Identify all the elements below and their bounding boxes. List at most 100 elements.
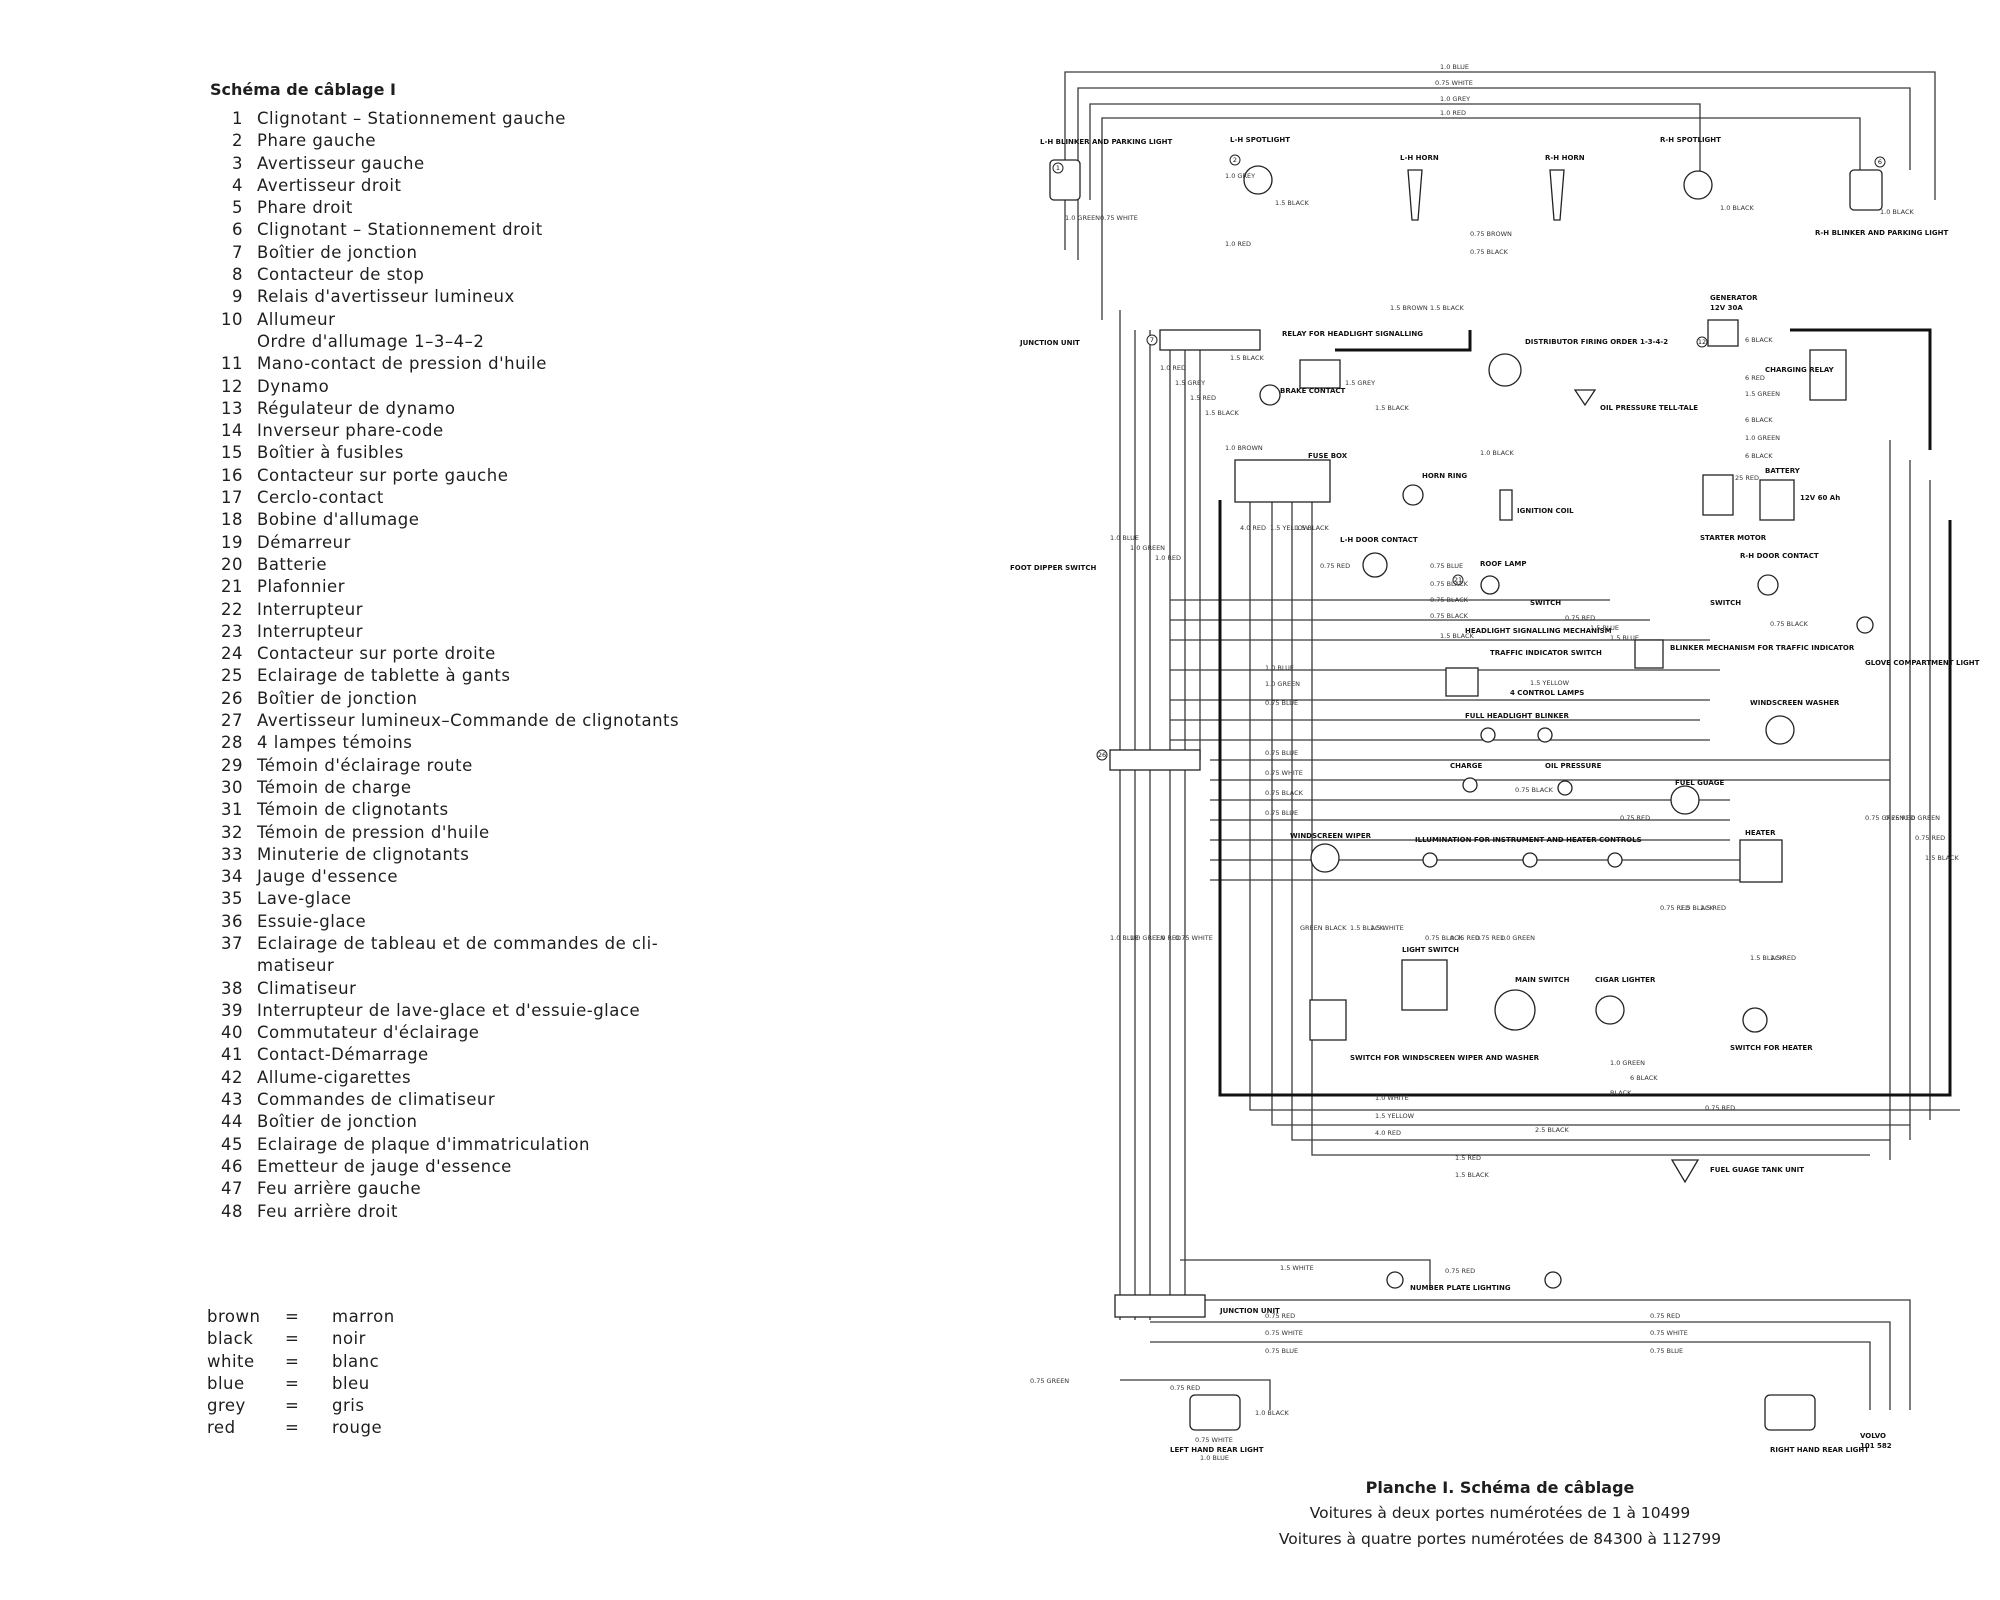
wire-label: 0.75 BLACK (1430, 596, 1469, 604)
wire-label: 1.5 BLACK (1295, 524, 1330, 532)
wire-label: 1.5 YELLOW (1530, 679, 1570, 687)
legend-item-label: Interrupteur de lave-glace et d'essuie-g… (257, 1000, 641, 1020)
wire-label: 0.75 WHITE (1435, 79, 1473, 87)
legend-title: Schéma de câblage I (210, 80, 397, 99)
wire-label: 6 BLACK (1745, 336, 1773, 344)
translation-eq: = (285, 1418, 300, 1438)
lh-horn (1407, 169, 1423, 221)
legend-item-number: 29 (221, 755, 243, 775)
wire-label: 0.75 BLACK (1425, 934, 1464, 942)
legend-item-label: Ordre d'allumage 1–3–4–2 (257, 331, 485, 351)
legend-item-label: Phare gauche (257, 131, 377, 151)
oil-pressure-lamp (1557, 780, 1573, 796)
label-generator-rating: 12V 30A (1710, 304, 1743, 312)
wire-label: 0.75 RED (1265, 1312, 1295, 1320)
legend-item-number: 10 (221, 309, 243, 329)
wire-label: 0.75 WHITE (1175, 934, 1213, 942)
legend-item-label: Témoin d'éclairage route (257, 755, 473, 775)
headlight-relay (1299, 359, 1341, 389)
wire-label: 0.75 BROWN (1470, 230, 1512, 238)
wire-label: 1.0 BLUE (1200, 1454, 1229, 1462)
diagram-mark (1234, 459, 1331, 503)
label-rh-blinker: R-H BLINKER AND PARKING LIGHT (1815, 229, 1948, 237)
wire-label: 1.5 BLACK (1680, 904, 1715, 912)
wire-label: 1.5 WHITE (1280, 1264, 1314, 1272)
wire-label: 0.75 BLUE (1650, 1347, 1683, 1355)
wire-label: 1.0 RED (1225, 240, 1251, 248)
wire-label: 0.75 BLACK (1265, 789, 1304, 797)
label-blinker: BLINKER (1535, 712, 1569, 720)
label-foot-dipper: FOOT DIPPER SWITCH (1010, 564, 1096, 572)
illumination-lamps (1422, 852, 1623, 868)
wire-grey-top (1089, 103, 1701, 200)
legend-item-label: Boîtier à fusibles (257, 443, 404, 463)
diagram-mark (1670, 1159, 1700, 1184)
diagram-mark (1634, 639, 1664, 669)
legend-item-label: Allumeur (257, 309, 336, 329)
wire-label: 0.75 BLACK (1770, 620, 1809, 628)
label-glove-light: GLOVE COMPARTMENT LIGHT (1865, 659, 1980, 667)
label-control-lamps: 4 CONTROL LAMPS (1510, 689, 1584, 697)
label-windscreen-wiper: WINDSCREEN WIPER (1290, 832, 1372, 840)
translation-fr: rouge (332, 1418, 383, 1438)
legend-item-number: 37 (221, 933, 243, 953)
legend-item-number: 21 (221, 577, 243, 597)
wire-label: 1.0 RED (1440, 109, 1466, 117)
translation-en: white (207, 1351, 255, 1371)
legend-item-number: 3 (232, 153, 243, 173)
legend-item-number: 20 (221, 554, 243, 574)
wire-label: 6 BLACK (1745, 452, 1773, 460)
legend-item: Ordre d'allumage 1–3–4–2 (205, 331, 679, 353)
blinker-mechanism (1634, 639, 1664, 669)
label-rh-door-contact: R-H DOOR CONTACT (1740, 552, 1819, 560)
diagram-mark (1742, 1007, 1768, 1033)
legend-item-number: 42 (221, 1067, 243, 1087)
wire-label: 0.75 RED (1885, 814, 1915, 822)
wire-label: 1.0 GREEN (1500, 934, 1535, 942)
legend-item-label: Mano-contact de pression d'huile (257, 354, 547, 374)
wire-label: 6 RED (1745, 374, 1765, 382)
label-junction-unit: JUNCTION UNIT (1019, 339, 1080, 347)
translation-fr: bleu (332, 1373, 370, 1393)
translation-row: grey=gris (207, 1395, 395, 1417)
legend-item-label: Témoin de charge (257, 777, 412, 797)
left-rear-light (1189, 1394, 1241, 1431)
legend-item-number: 9 (232, 287, 243, 307)
fuel-gauge (1670, 785, 1700, 815)
junction-unit-mid: 26 (1096, 749, 1201, 771)
legend-item-number: 25 (221, 666, 243, 686)
caption-line-2: Voitures à deux portes numérotées de 1 à… (1309, 1504, 1691, 1522)
roof-lamp: 21 (1452, 574, 1500, 595)
wire-label: 1.0 BLUE (1110, 534, 1139, 542)
label-rh-horn: R-H HORN (1545, 154, 1585, 162)
wire-label: 1.5 BLACK (1440, 632, 1475, 640)
horn-ring (1402, 484, 1424, 506)
wire-label: 0.75 RED (1650, 1312, 1680, 1320)
legend-item-number: 18 (221, 510, 243, 530)
legend-item-label: Boîtier de jonction (257, 688, 418, 708)
wire-label: 1.5 BLUE (1610, 634, 1639, 642)
wire-label: 4.0 RED (1375, 1129, 1401, 1137)
legend-item-number: 38 (221, 978, 243, 998)
label-fuse-box: FUSE BOX (1308, 452, 1348, 460)
legend-item-number: 48 (221, 1201, 243, 1221)
wire-mid-vert-3 (1291, 480, 1890, 1141)
wire-label: 1.5 RED (1190, 394, 1216, 402)
